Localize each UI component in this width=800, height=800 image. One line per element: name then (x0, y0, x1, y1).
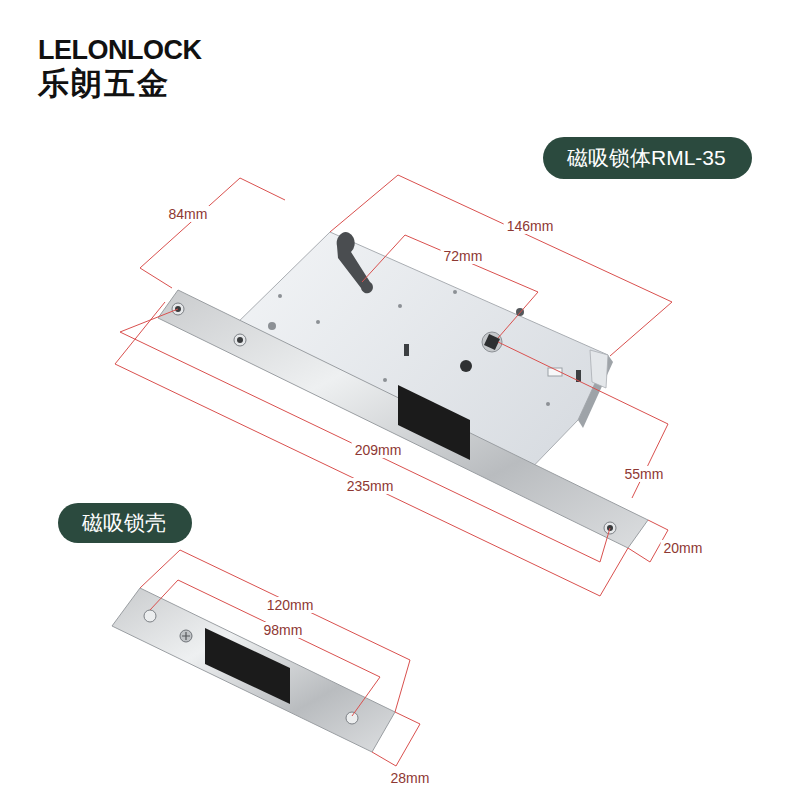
faceplate (158, 290, 648, 548)
dimension-label: 72mm (441, 248, 486, 264)
title-badge: 磁吸锁体RML-35 (543, 137, 752, 179)
dimension-label: 28mm (388, 770, 433, 786)
badge-text: 磁吸锁壳 (82, 509, 168, 537)
dimension-label: 120mm (264, 597, 317, 613)
strike-plate (112, 588, 395, 752)
brand-name: 乐朗五金 (38, 66, 170, 102)
dimension-label: 209mm (352, 442, 405, 458)
brand-logo: LELONLOCK (38, 35, 202, 66)
dimension-label: 55mm (622, 466, 667, 482)
badge-text: 磁吸锁体RML-35 (567, 144, 728, 172)
dimension-label: 235mm (344, 478, 397, 494)
dimension-label: 20mm (661, 540, 706, 556)
dimension-label: 146mm (504, 218, 557, 234)
dimension-label: 98mm (261, 622, 306, 638)
title-badge: 磁吸锁壳 (58, 503, 192, 543)
dimension-label: 84mm (166, 206, 211, 222)
dimension-lines (115, 175, 672, 766)
